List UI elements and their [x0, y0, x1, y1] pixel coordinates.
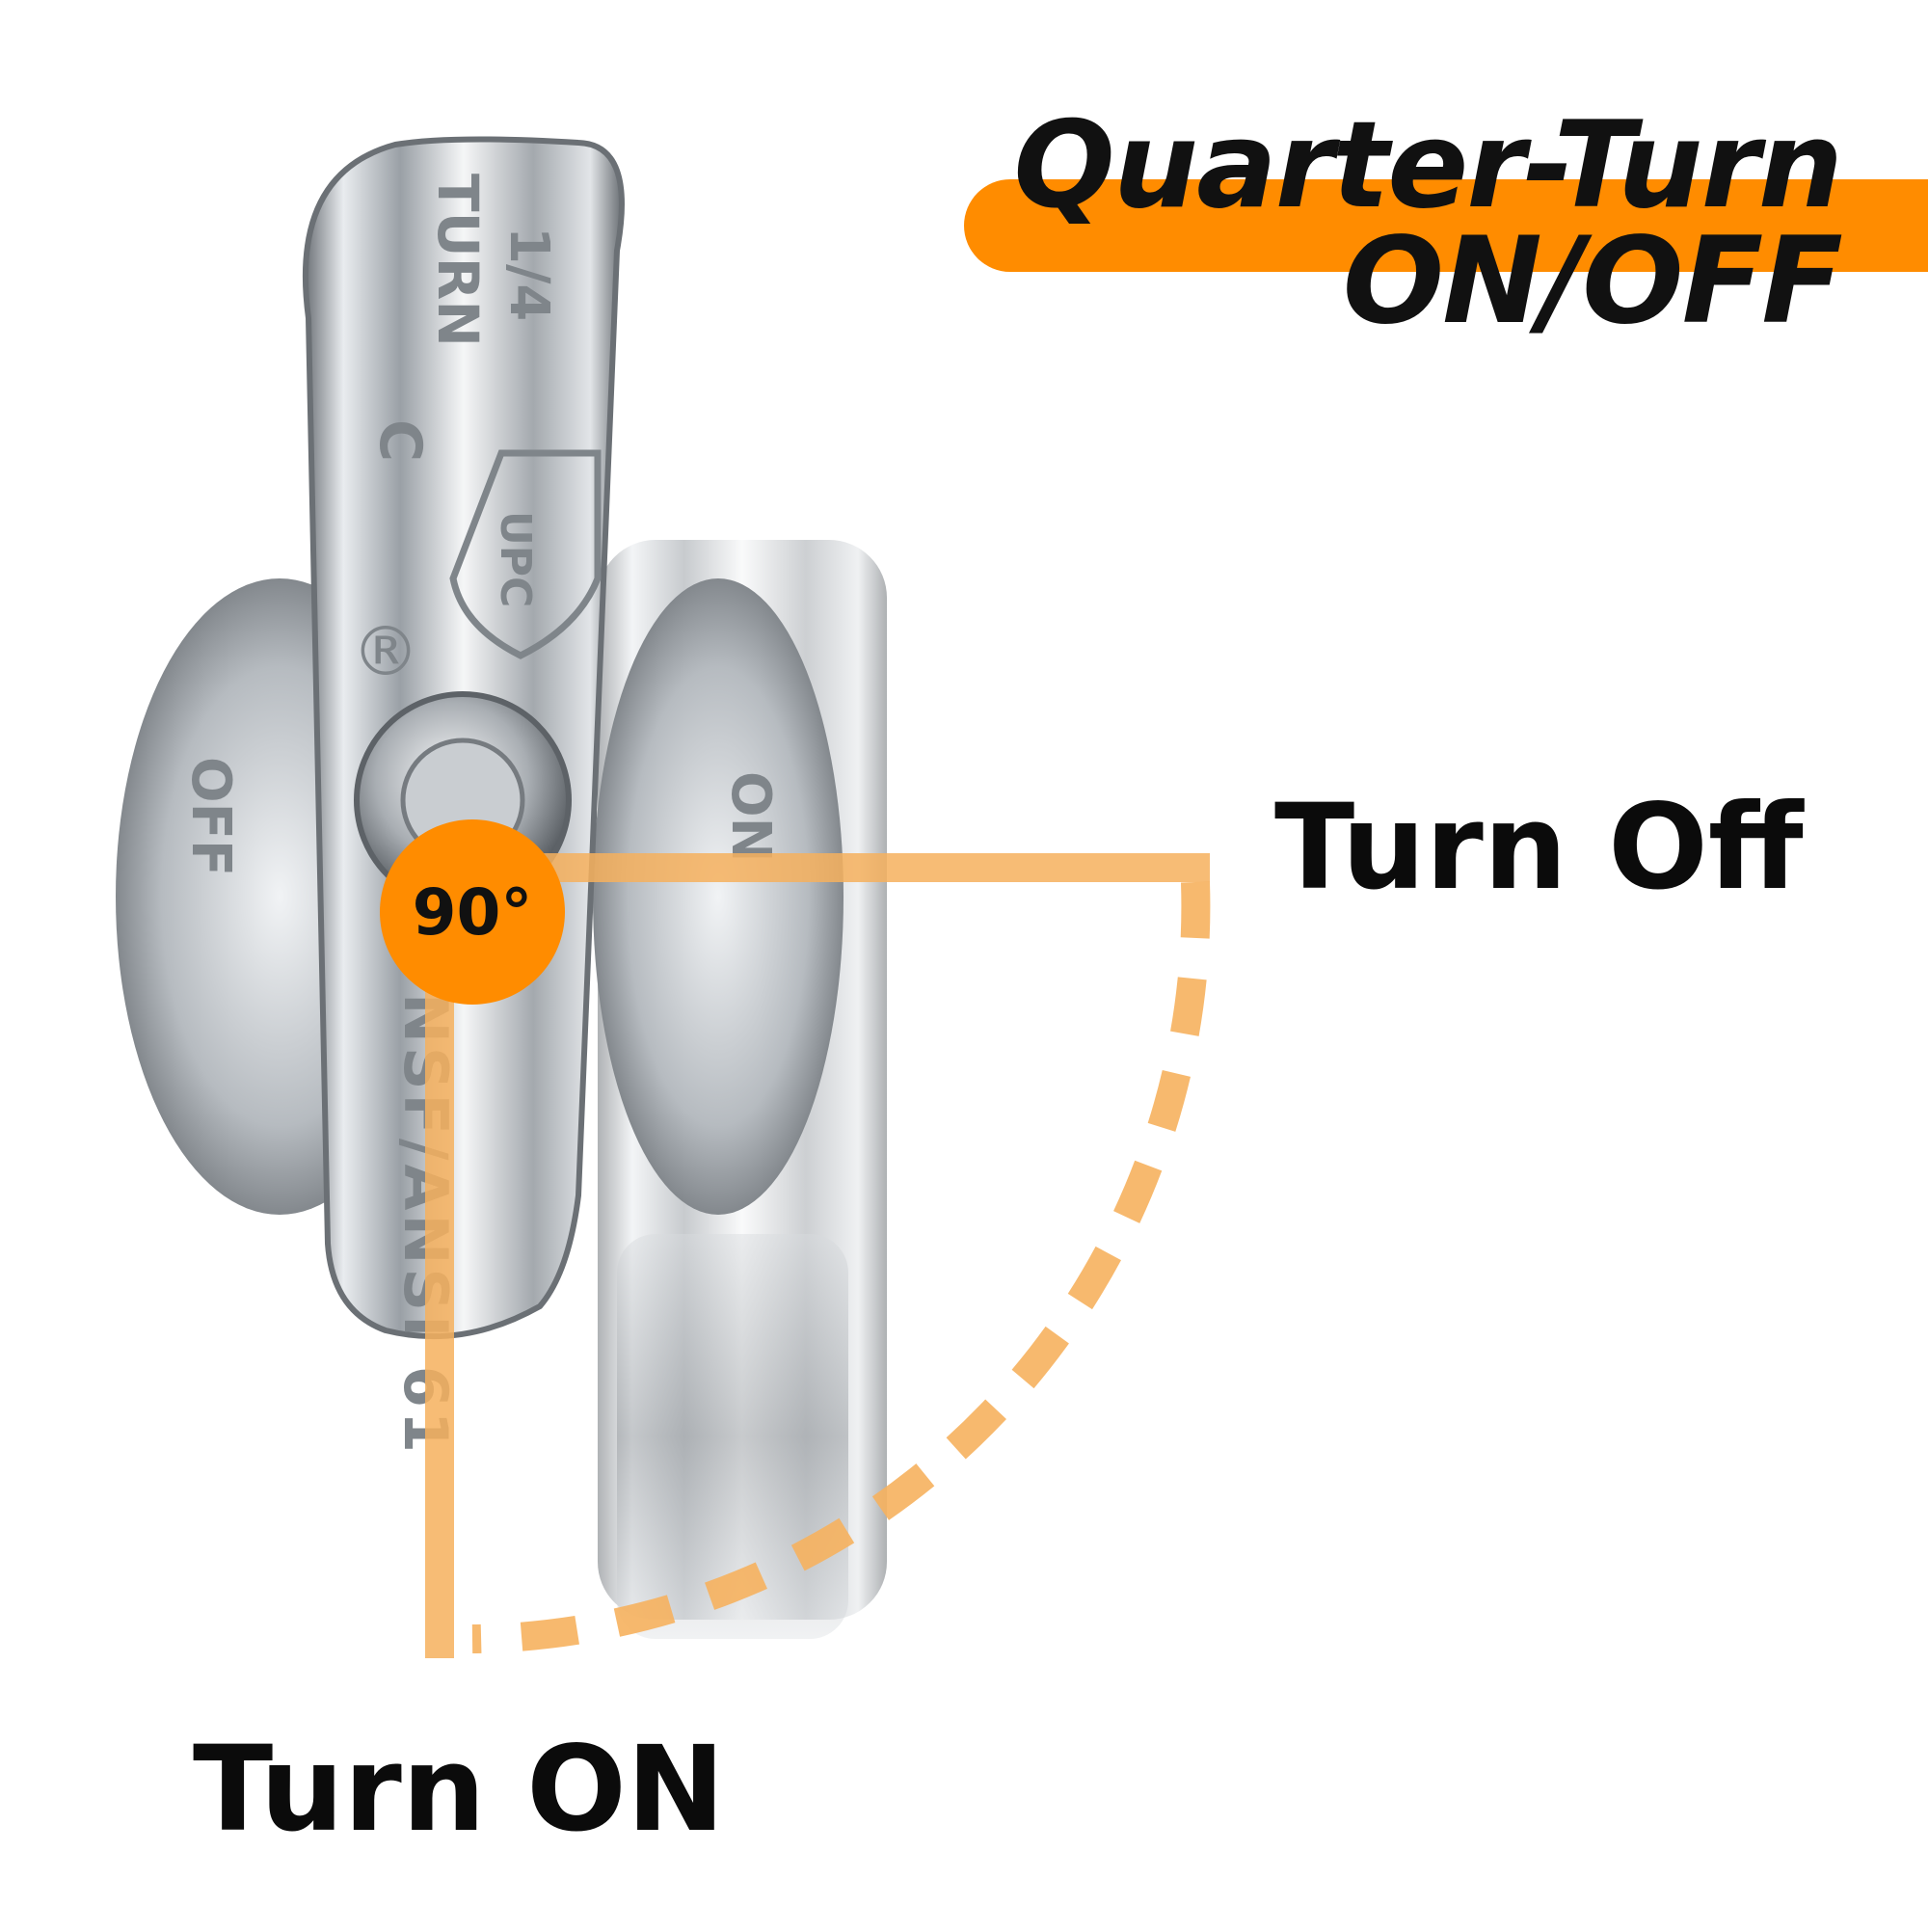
- engraving-quarter: 1/4: [497, 227, 560, 321]
- svg-text:UPC: UPC: [491, 511, 540, 607]
- turn-on-label: Turn ON: [193, 1721, 725, 1858]
- right-flange: [593, 578, 844, 1215]
- turn-off-label: Turn Off: [1274, 779, 1804, 916]
- engraving-letter: C: [366, 419, 434, 462]
- engraving-registered: ®: [352, 612, 419, 691]
- angle-guide: [425, 853, 1211, 1658]
- engraving-on: ON: [719, 771, 782, 862]
- upc-shield-logo: UPC: [449, 449, 602, 659]
- headline-line-1: Quarter-Turn: [1013, 96, 1843, 235]
- rotation-arc: [471, 881, 1211, 1653]
- angle-value: 90°: [412, 874, 533, 950]
- engraving-off: OFF: [179, 757, 242, 876]
- headline-line-2: ON/OFF: [1342, 212, 1843, 351]
- headline-highlight-bar: [964, 179, 1928, 272]
- engraving-turn-right: TURN: [425, 174, 491, 347]
- angle-badge: 90°: [380, 819, 565, 1005]
